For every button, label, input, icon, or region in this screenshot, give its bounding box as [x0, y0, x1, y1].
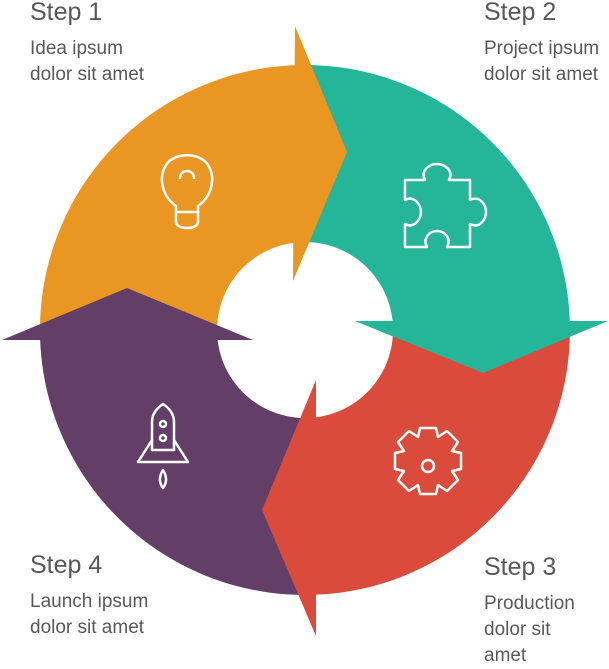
step-1-label: Step 1 Idea ipsum dolor sit amet	[30, 0, 160, 88]
step2-arrowhead	[355, 321, 608, 373]
step-4-title: Step 4	[30, 551, 103, 579]
step-4-description: Launch ipsum dolor sit amet	[30, 591, 149, 638]
gear-icon	[393, 426, 463, 496]
step-2-title: Step 2	[484, 0, 557, 26]
step-3-label: Step 3 Production dolor sit amet	[484, 553, 594, 669]
step-1-title: Step 1	[30, 0, 103, 26]
step-2-label: Step 2 Project ipsum dolor sit amet	[484, 0, 604, 88]
step1-arrowhead	[293, 26, 347, 281]
step4-arrowhead	[2, 288, 253, 340]
step-1-description: Idea ipsum dolor sit amet	[30, 38, 145, 85]
lightbulb-icon	[160, 154, 214, 230]
rocket-icon	[136, 402, 190, 490]
step3-arrowhead	[262, 380, 316, 636]
puzzle-piece-icon	[403, 162, 488, 249]
step-2-description: Project ipsum dolor sit amet	[484, 38, 600, 85]
step-3-description: Production dolor sit amet	[484, 593, 575, 666]
step-3-title: Step 3	[484, 553, 557, 581]
step-4-label: Step 4 Launch ipsum dolor sit amet	[30, 551, 155, 641]
